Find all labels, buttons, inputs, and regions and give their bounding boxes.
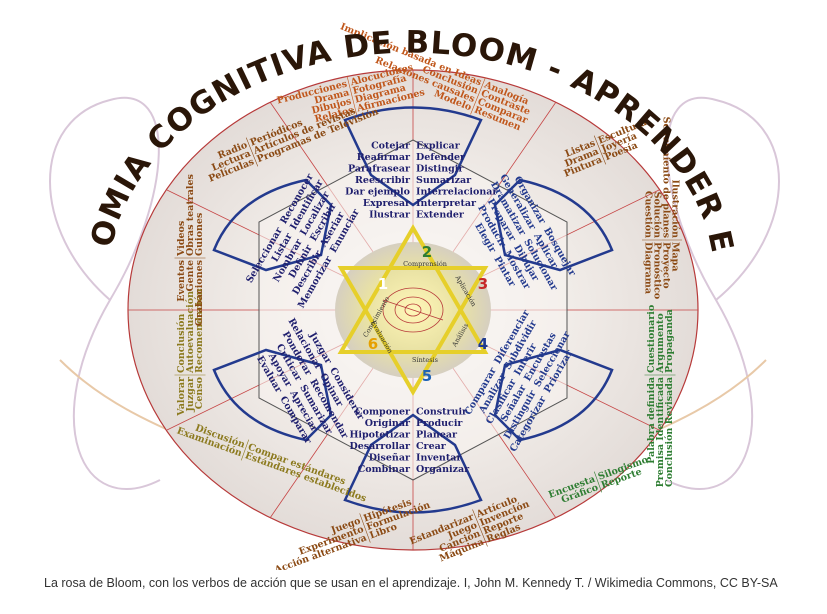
sector-verb: Extender: [416, 210, 465, 221]
outer-item: Diagrama: [643, 242, 654, 294]
sector-verb: Interrelacionar: [416, 187, 498, 198]
outer-item: Eventos: [176, 260, 187, 302]
level-label-sintesis: Síntesis: [412, 356, 438, 364]
sector-verb: Originar: [365, 418, 411, 429]
sector-verb: Crear: [416, 441, 447, 452]
sector-verb: Expresar: [363, 198, 411, 209]
outer-item: Guiones: [194, 213, 205, 256]
sector-verb: Desarrollar: [349, 441, 411, 452]
outer-item: Seguimiento de planes: [661, 117, 672, 238]
outer-item: Grabaciones: [194, 260, 205, 326]
sector-verb: Producir: [416, 418, 463, 429]
sector-verb: Construir: [416, 406, 468, 417]
outer-item: Palabra definida: [646, 377, 657, 464]
sector-verb: Inventar: [416, 452, 462, 463]
sector-verb: Componer: [355, 406, 411, 417]
outer-item: Conclusión Revisada: [664, 377, 675, 487]
target-rings: [382, 287, 444, 333]
sector-verb: Reescribir: [355, 175, 411, 186]
outer-item: Videos: [176, 221, 187, 257]
sector-verb: Hipotetizar: [349, 429, 411, 440]
outer-item: Juzgar: [185, 376, 196, 413]
outer-item: Ilustración: [670, 180, 681, 239]
outer-item: Premisa Identificada: [655, 377, 666, 487]
level-number-6: 6: [368, 335, 378, 353]
sector-verb: Distingir: [416, 164, 464, 175]
outer-separator: [470, 77, 486, 115]
outer-separator: [240, 439, 250, 461]
level-number-1: 1: [378, 275, 388, 293]
outer-item: Recomendación: [194, 288, 205, 373]
outer-separator: [346, 76, 358, 116]
level-number-3: 3: [478, 275, 488, 293]
outer-separator: [359, 513, 371, 543]
sector-4: ComponerOriginarHipotetizarDesarrollarDi…: [349, 406, 470, 475]
outer-item: Valorar: [176, 376, 187, 417]
outer-group-1: ProduccionesDramaDibujosRelatosAlocucion…: [276, 62, 426, 125]
outer-item: Obras teatrales: [185, 174, 196, 256]
level-number-2: 2: [422, 243, 432, 261]
outer-item: Proyecto: [661, 242, 672, 289]
outer-item: Mapa: [670, 242, 681, 271]
outer-item: Solución: [652, 192, 663, 238]
outer-item: Pronóstico: [652, 242, 663, 299]
outer-item: Propaganda: [664, 309, 675, 373]
sector-verb: Explicar: [416, 141, 461, 152]
sector-verb: Combinar: [358, 464, 411, 475]
sector-verb: Reafirmar: [357, 152, 411, 163]
level-number-5: 5: [422, 367, 432, 385]
sector-verb: Sumarizar: [416, 175, 472, 186]
sector-verb: Defender: [416, 152, 466, 163]
star-triangle-up: [337, 224, 489, 354]
outer-separator: [593, 471, 603, 493]
sector-verb: Ilustrar: [369, 210, 411, 221]
sector-verb: Cotejar: [371, 141, 411, 152]
sector-verb: Parafrasear: [348, 164, 411, 175]
sector-verb: Planear: [416, 429, 458, 440]
outer-item: Argumento: [655, 313, 666, 374]
outer-item: Censo: [194, 377, 205, 409]
sector-verb: Interpretar: [416, 198, 477, 209]
sector-verb: Dar ejemplo: [345, 187, 410, 198]
outer-item: Cuestionario: [646, 305, 657, 373]
sector-3: CompararAnalizarClasificarSeñalarDisting…: [463, 307, 576, 454]
outer-separator: [245, 137, 259, 167]
star-triangle-down: [337, 266, 489, 396]
outer-item: Conclusión: [176, 314, 187, 373]
outer-item: Gente: [185, 260, 196, 292]
petal-sectors: [212, 106, 614, 514]
outer-item: Autoevaluación: [185, 291, 196, 374]
outer-item: Cuestión: [643, 191, 654, 238]
sector-verb: Organizar: [416, 464, 470, 475]
sector-1: CotejarReafirmarParafrasearReescribirDar…: [345, 141, 498, 221]
bloom-rose-diagram: 1 2 3 4 5 6 Conocimiento Comprensión Apl…: [0, 0, 780, 570]
sector-verb: Diseñar: [369, 452, 411, 463]
level-number-4: 4: [478, 335, 488, 353]
outer-separator: [593, 135, 607, 165]
level-label-comprension: Comprensión: [403, 260, 447, 268]
figure-caption: La rosa de Bloom, con los verbos de acci…: [44, 576, 778, 590]
outer-separator: [472, 509, 488, 547]
